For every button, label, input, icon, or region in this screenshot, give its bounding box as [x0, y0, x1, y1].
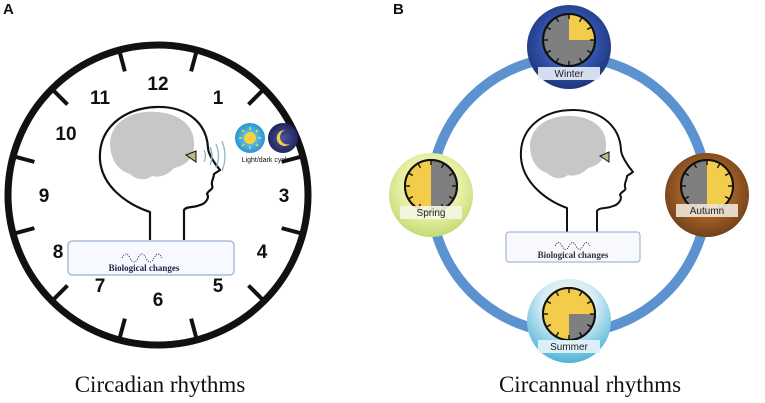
sun-icon — [239, 127, 261, 149]
clock-tick — [189, 49, 199, 72]
clock-tick — [281, 154, 304, 164]
clock-tick — [281, 226, 304, 236]
season-winter: Winter — [527, 5, 611, 89]
light-dark-cycle-label: Light/dark cycle — [242, 157, 291, 164]
eye-icon — [184, 150, 197, 163]
hour-6: 6 — [153, 290, 164, 311]
season-autumn: Autumn — [665, 153, 749, 237]
clock-tick — [684, 195, 690, 200]
wave-icon — [554, 242, 591, 250]
autumn-label: Autumn — [690, 206, 724, 217]
bio-label-b: Biological changes — [538, 250, 609, 260]
light-dark-cycle: Light/dark cycle — [235, 123, 298, 164]
clock-tick — [546, 323, 552, 328]
panel-b-letter: B — [393, 1, 404, 18]
hour-4: 4 — [257, 242, 268, 263]
clock-tick — [546, 300, 552, 305]
clock-tick — [555, 17, 560, 23]
moon-icon — [276, 129, 290, 146]
panel-b: B Biological changes Winter Spring — [389, 1, 749, 397]
clock-tick — [693, 163, 698, 169]
hour-1: 1 — [213, 88, 224, 109]
clock-light-portion — [543, 288, 595, 340]
clock-tick — [724, 195, 730, 200]
spring-label: Spring — [417, 208, 446, 219]
clock-icon — [404, 159, 458, 213]
moon-background — [268, 123, 298, 153]
caption-b: Circannual rhythms — [499, 372, 681, 397]
clock-tick — [586, 323, 592, 328]
clock-tick — [117, 49, 127, 72]
clock-tick — [50, 284, 69, 303]
clock-tick — [578, 331, 583, 337]
clock-tick — [189, 318, 199, 341]
clock-tick — [448, 172, 454, 177]
clock-tick — [578, 291, 583, 297]
clock-tick — [586, 300, 592, 305]
clock-tick — [448, 195, 454, 200]
clock-tick — [408, 172, 414, 177]
summer-label: Summer — [550, 342, 588, 353]
panel-a-letter: A — [3, 1, 14, 18]
hour-3: 3 — [279, 186, 290, 207]
clock-tick — [117, 318, 127, 341]
clock-tick — [586, 49, 592, 54]
panel-a: A 12 1 3 4 5 6 7 8 9 10 11 — [3, 1, 312, 397]
bio-label-a: Biological changes — [109, 263, 180, 273]
winter-label: Winter — [555, 69, 585, 80]
clock-light-portion — [405, 160, 431, 212]
clock-tick — [50, 87, 69, 106]
clock-tick — [247, 87, 266, 106]
hour-5: 5 — [213, 276, 224, 297]
clock-tick — [555, 57, 560, 63]
bio-changes-box-b: Biological changes — [505, 231, 641, 263]
hour-11: 11 — [90, 88, 111, 109]
clock-tick — [555, 291, 560, 297]
clock-tick — [724, 172, 730, 177]
clock-icon — [542, 287, 596, 341]
season-spring: Spring — [389, 153, 473, 237]
clock-ticks — [12, 49, 304, 341]
light-signal-waves — [203, 140, 226, 172]
clock-tick — [578, 57, 583, 63]
season-summer: Summer — [527, 279, 611, 363]
clock-light-portion — [569, 14, 595, 40]
hour-8: 8 — [53, 242, 64, 263]
hour-10: 10 — [55, 124, 76, 145]
clock-tick — [578, 17, 583, 23]
clock-tick — [12, 154, 35, 164]
clock-tick — [440, 163, 445, 169]
clock-tick — [555, 331, 560, 337]
bio-changes-box-a: Biological changes — [67, 240, 235, 276]
clock-tick — [408, 195, 414, 200]
clock-icon — [542, 13, 596, 67]
hour-9: 9 — [39, 186, 50, 207]
brain-icon — [110, 111, 195, 180]
caption-a: Circadian rhythms — [75, 372, 246, 397]
wave-icon — [121, 253, 163, 263]
clock-tick — [417, 163, 422, 169]
brain-icon — [530, 115, 607, 179]
hour-12: 12 — [147, 74, 168, 95]
clock-tick — [546, 49, 552, 54]
clock-light-portion — [707, 160, 733, 212]
hour-7: 7 — [95, 276, 106, 297]
clock-tick — [716, 163, 721, 169]
head-profile-b — [519, 109, 634, 232]
clock-tick — [586, 26, 592, 31]
clock-tick — [684, 172, 690, 177]
clock-tick — [247, 284, 266, 303]
eye-icon — [598, 151, 610, 163]
clock-tick — [546, 26, 552, 31]
clock-tick — [12, 226, 35, 236]
